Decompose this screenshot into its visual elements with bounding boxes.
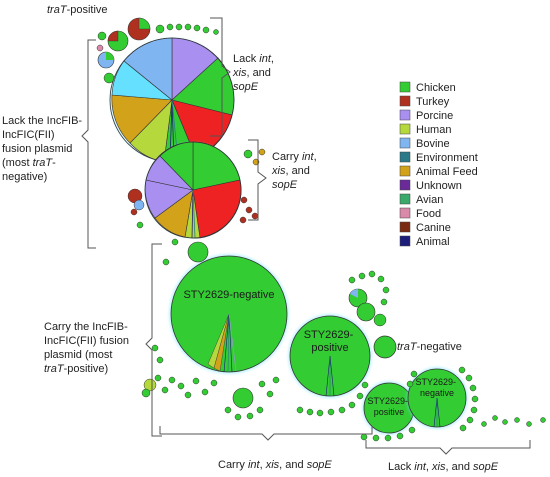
- legend-label-human: Human: [416, 124, 451, 136]
- bracket-bottom-carry: [159, 426, 373, 441]
- label-trat-negative: traT-negative: [397, 341, 462, 353]
- legend-swatch-food: [399, 207, 411, 219]
- legend-swatch-chicken: [399, 81, 411, 93]
- label-bottom-lack-int: Lack int, xis, and sopE: [388, 461, 499, 473]
- legend-label-turkey: Turkey: [416, 96, 450, 108]
- bracket-bottom-lack: [365, 440, 531, 455]
- small-nodes-middle-cluster: [127, 148, 266, 229]
- legend-label-food: Food: [416, 208, 441, 220]
- bracket-carry-fusion-left: [145, 243, 162, 437]
- bracket-lack-int-top: [210, 17, 231, 137]
- pie-node-middle-cluster: [144, 141, 242, 239]
- node-sty2629-negative-small: [406, 367, 468, 429]
- small-nodes-top-cluster: [96, 17, 219, 84]
- label-carry-fusion-plasmid: Carry the IncFIB- IncFIC(FII) fusion pla…: [44, 321, 132, 375]
- legend: ChickenTurkeyPorcineHumanBovineEnvironme…: [399, 81, 478, 248]
- label-sty2629-negative-large: STY2629-negative: [183, 289, 274, 301]
- label-carry-int-middle: Carry int, xis, and sopE: [271, 151, 320, 191]
- legend-label-animal-feed: Animal Feed: [416, 166, 478, 178]
- legend-label-unknown: Unknown: [416, 180, 462, 192]
- node-trat-negative: [373, 335, 397, 359]
- label-sty2629-positive-mid: STY2629- positive: [304, 329, 357, 354]
- legend-swatch-animal: [399, 235, 411, 247]
- label-bottom-carry-int: Carry int, xis, and sopE: [218, 459, 332, 471]
- legend-swatch-animal-feed: [399, 165, 411, 177]
- legend-label-porcine: Porcine: [416, 110, 453, 122]
- node-sty2629-negative-large: [169, 254, 289, 374]
- legend-swatch-turkey: [399, 95, 411, 107]
- legend-swatch-avian: [399, 193, 411, 205]
- legend-swatch-bovine: [399, 137, 411, 149]
- node-sty2629-positive-mid: [288, 314, 372, 398]
- label-trat-positive: traT-positive: [47, 4, 108, 16]
- label-lack-fusion-plasmid: Lack the IncFIB- IncFIC(FII) fusion plas…: [2, 115, 85, 183]
- label-sty2629-negative-small: STY2629- negative: [415, 377, 458, 398]
- bracket-carry-int-middle: [248, 139, 267, 221]
- label-sty2629-positive-small: STY2629- positive: [367, 396, 410, 417]
- legend-swatch-environment: [399, 151, 411, 163]
- legend-label-bovine: Bovine: [416, 138, 450, 150]
- legend-swatch-canine: [399, 221, 411, 233]
- legend-label-animal: Animal: [416, 236, 450, 248]
- bracket-lack-fusion-left: [81, 39, 96, 249]
- legend-swatch-unknown: [399, 179, 411, 191]
- legend-label-environment: Environment: [416, 152, 478, 164]
- legend-swatch-porcine: [399, 109, 411, 121]
- node-sty2629-positive-small: [362, 381, 416, 435]
- legend-label-avian: Avian: [416, 194, 443, 206]
- legend-label-canine: Canine: [416, 222, 451, 234]
- small-nodes-lower-cluster: [141, 238, 546, 442]
- label-lack-int-top: Lack int, xis, and sopE: [232, 53, 277, 93]
- pie-node-top-cluster: [109, 37, 235, 163]
- legend-swatch-human: [399, 123, 411, 135]
- legend-label-chicken: Chicken: [416, 82, 456, 94]
